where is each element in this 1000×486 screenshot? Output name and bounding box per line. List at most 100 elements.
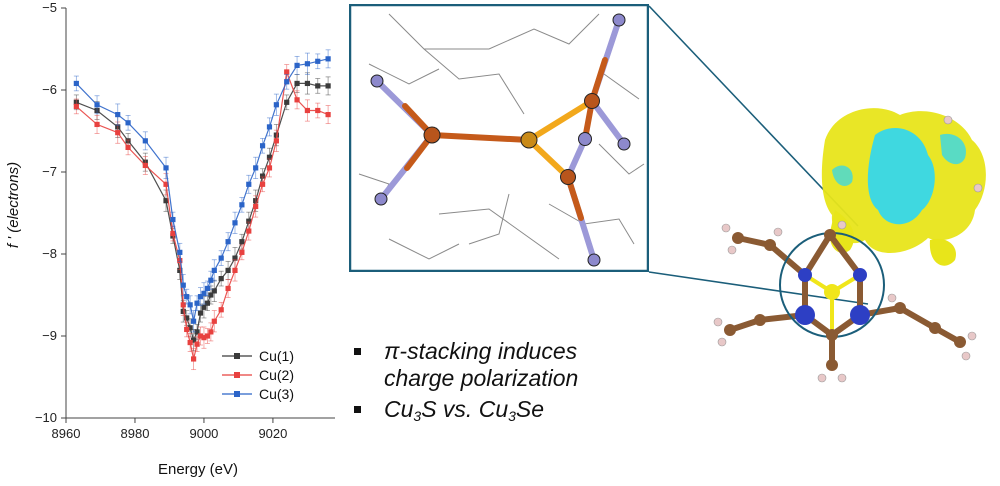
data-point [180, 302, 186, 308]
data-point [94, 121, 100, 128]
data-point [201, 335, 207, 341]
data-point [73, 103, 79, 109]
bullet-text-line1: π-stacking induces [384, 338, 578, 364]
bullet-text-line2: charge polarization [384, 365, 579, 391]
data-point [142, 162, 148, 169]
data-point [125, 144, 131, 150]
data-point [225, 267, 231, 273]
data-point [225, 239, 231, 245]
data-point [284, 69, 290, 75]
data-point [266, 154, 273, 160]
data-point [239, 239, 245, 245]
data-point [177, 267, 183, 273]
data-point [218, 255, 224, 261]
data-point [284, 99, 290, 105]
molecule-image [713, 108, 986, 383]
crystal-structure-inset [348, 3, 650, 273]
data-point [191, 318, 197, 324]
data-point [225, 285, 231, 292]
series-line [75, 69, 329, 360]
data-point [163, 181, 169, 187]
legend: Cu(1)Cu(2)Cu(3) [222, 348, 294, 402]
x-tick-label: 8960 [52, 426, 81, 441]
data-point [73, 80, 79, 87]
data-point [194, 300, 200, 306]
bullet-sub-2: 3 [508, 408, 516, 424]
legend-marker [234, 353, 240, 359]
data-point [239, 202, 245, 208]
data-point [191, 356, 197, 362]
data-point [201, 290, 207, 296]
data-point [218, 307, 224, 313]
data-point [115, 130, 121, 136]
y-tick-label: −5 [42, 0, 57, 15]
data-point [246, 218, 252, 224]
data-point [259, 143, 266, 149]
data-point [294, 62, 300, 68]
data-point [266, 124, 273, 130]
data-point [294, 97, 300, 103]
data-point [253, 203, 259, 210]
data-point [246, 228, 252, 234]
data-point [232, 255, 238, 261]
data-point [304, 80, 311, 87]
data-point [208, 329, 214, 335]
data-point [191, 337, 197, 343]
data-point [273, 138, 279, 144]
x-axis-label: Energy (eV) [158, 461, 238, 478]
bullet-sub-1: 3 [413, 408, 422, 424]
y-tick-label: −8 [42, 246, 57, 261]
data-point [325, 56, 331, 62]
data-point [194, 341, 200, 347]
data-point [253, 165, 259, 171]
series-Cu(2) [73, 64, 331, 371]
data-point [211, 267, 217, 273]
data-point [232, 220, 238, 226]
data-point [125, 120, 131, 126]
data-point [184, 315, 190, 321]
bullet-text-b: S vs. Cu [421, 396, 509, 422]
y-tick-label: −6 [42, 82, 57, 97]
series-Cu(3) [73, 49, 331, 333]
data-point [284, 79, 290, 85]
data-point [204, 300, 210, 306]
data-point [180, 282, 186, 288]
data-point [325, 83, 331, 89]
series-line [75, 58, 329, 322]
data-point [184, 294, 190, 300]
series-group [73, 49, 331, 371]
data-point [315, 58, 321, 64]
data-point [197, 333, 204, 339]
legend-label: Cu(2) [259, 367, 294, 383]
legend-marker [234, 391, 240, 397]
data-point [187, 302, 193, 308]
x-tick-label: 9000 [189, 426, 218, 441]
data-point [294, 80, 300, 87]
data-point [325, 112, 331, 118]
x-tick-label: 8980 [121, 426, 150, 441]
data-point [315, 107, 321, 114]
data-point [142, 138, 148, 144]
data-point [177, 249, 183, 255]
x-tick-label: 9020 [258, 426, 287, 441]
data-point [94, 102, 100, 108]
data-point [204, 333, 210, 339]
data-point [211, 318, 217, 324]
data-point [315, 83, 321, 89]
bullet-marker [354, 348, 361, 355]
data-point [208, 277, 214, 283]
data-point [266, 165, 273, 171]
data-point [232, 267, 238, 273]
y-axis-label: f ' (electrons) [5, 162, 22, 248]
data-point [204, 285, 210, 292]
data-point [259, 181, 266, 187]
data-point [259, 173, 266, 179]
data-point [170, 230, 176, 237]
crystal-structure-image [348, 3, 650, 273]
data-point [218, 276, 224, 282]
y-tick-label: −10 [35, 410, 57, 425]
bullet-text-a: Cu [384, 396, 414, 422]
bullet-text-c: Se [515, 396, 545, 422]
